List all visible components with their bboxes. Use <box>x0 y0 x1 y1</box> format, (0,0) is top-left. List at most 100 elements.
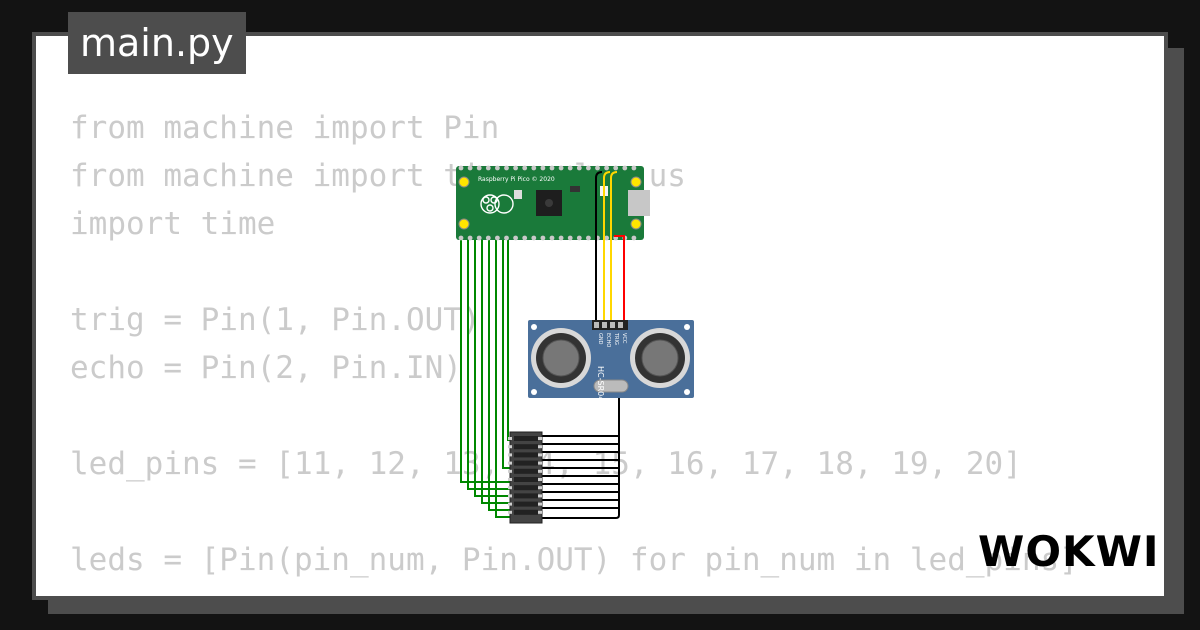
bargraph-pin <box>538 437 542 440</box>
gpio-wires <box>460 238 510 518</box>
pico-pins-bottom <box>458 235 637 241</box>
bargraph-segment <box>514 509 538 515</box>
code-line: from machine import Pin <box>70 110 500 146</box>
wire-echo <box>603 171 611 322</box>
pico-pin <box>522 165 528 171</box>
pico-pin <box>495 235 500 241</box>
code-line: trig = Pin(1, Pin.OUT) <box>70 302 481 338</box>
svg-text:VCC: VCC <box>621 333 627 344</box>
pico-mount-hole <box>458 218 470 230</box>
bargraph-pin <box>508 510 512 514</box>
wire-gpio-16 <box>495 238 510 518</box>
bargraph-pin <box>538 453 542 457</box>
pico-pin <box>558 165 564 171</box>
pico-pin <box>576 165 582 171</box>
pico-mount-hole <box>458 176 470 188</box>
wire-gpio-14 <box>481 238 510 504</box>
hc-sr04-sensor[interactable]: VCC TRIG ECHO GND HC-SR04 <box>528 320 694 401</box>
bargraph-pin <box>508 453 512 457</box>
file-tab-main-py[interactable]: main.py <box>68 12 246 74</box>
pico-pin <box>613 165 619 171</box>
pico-pin <box>504 165 509 171</box>
pico-pin <box>495 165 500 171</box>
svg-text:TRIG: TRIG <box>613 332 619 345</box>
code-line: echo = Pin(2, Pin.IN) <box>70 350 462 386</box>
pico-pin <box>504 235 509 241</box>
bargraph-segment <box>514 436 538 441</box>
bargraph-segment <box>514 477 538 482</box>
pico-flash-chip <box>570 186 580 192</box>
pico-pin <box>622 165 628 171</box>
pico-pin <box>531 165 537 171</box>
transducer-left <box>531 328 591 388</box>
wire-gpio-18 <box>507 238 510 441</box>
pico-pin <box>586 165 591 171</box>
bargraph-pin <box>538 502 542 506</box>
svg-text:GND: GND <box>597 333 603 345</box>
bargraph-segment <box>514 493 538 499</box>
pico-mount-hole <box>630 218 642 230</box>
bargraph-segments <box>508 436 542 515</box>
sensor-pin-labels: VCC TRIG ECHO GND <box>597 332 627 347</box>
pico-bootsel-button <box>514 190 522 199</box>
pico-pin <box>549 235 555 241</box>
pico-pin <box>531 235 537 241</box>
bargraph-segment <box>514 501 538 507</box>
bargraph-pin <box>508 486 512 490</box>
bargraph-pin <box>538 510 542 514</box>
wire-gnd <box>595 171 603 322</box>
pico-pin <box>485 235 491 241</box>
pico-pin <box>631 235 637 241</box>
pico-pin <box>549 165 555 171</box>
wire-vcc <box>614 235 625 322</box>
pico-pin <box>458 165 464 171</box>
pico-pin <box>586 235 591 241</box>
pico-pin <box>513 165 518 171</box>
bargraph-pin <box>508 461 512 465</box>
pico-pin <box>458 235 464 241</box>
bargraph-segment <box>514 452 538 458</box>
code-line: import time <box>70 206 276 242</box>
transducer-right <box>630 328 690 388</box>
pico-pin <box>476 165 482 171</box>
bargraph-pin <box>508 502 512 506</box>
wire-gpio-15 <box>488 238 510 511</box>
pico-pins-top <box>458 165 637 171</box>
sensor-wires <box>595 171 625 322</box>
bargraph-pin <box>538 494 542 498</box>
pico-pin <box>567 235 573 241</box>
wire-gpio-13 <box>474 238 510 497</box>
pico-pin <box>540 235 546 241</box>
svg-text:ECHO: ECHO <box>605 333 611 347</box>
bargraph-segment <box>514 485 538 491</box>
bargraph-pin <box>538 445 542 449</box>
bargraph-pin <box>538 478 542 481</box>
wire-gpio-17 <box>502 238 510 469</box>
usb-port <box>628 190 650 216</box>
pico-pin <box>576 235 582 241</box>
pico-pin <box>476 235 482 241</box>
bargraph-pin <box>508 478 512 481</box>
wire-gpio-11 <box>460 238 510 483</box>
code-line: leds = [Pin(pin_num, Pin.OUT) for pin_nu… <box>70 542 1078 578</box>
pico-mount-hole <box>630 176 642 188</box>
bargraph-pin <box>508 469 512 473</box>
bargraph-pin <box>538 461 542 465</box>
pico-pin <box>467 165 473 171</box>
sensor-model-label: HC-SR04 <box>596 366 605 401</box>
led-bargraph[interactable] <box>508 431 543 524</box>
pico-pin <box>631 165 637 171</box>
crystal-oscillator <box>593 379 629 393</box>
pico-pin <box>513 235 518 241</box>
bargraph-pin <box>508 437 512 440</box>
bargraph-segment <box>514 468 538 474</box>
bargraph-segment <box>514 444 538 450</box>
bargraph-segment <box>514 460 538 466</box>
wokwi-logo: WOKWI <box>978 527 1160 576</box>
pico-pin <box>540 165 546 171</box>
raspberry-pi-pico[interactable]: Raspberry Pi Pico © 2020 <box>456 165 650 241</box>
pico-silkscreen: Raspberry Pi Pico © 2020 <box>478 176 555 183</box>
pico-pin <box>467 235 473 241</box>
